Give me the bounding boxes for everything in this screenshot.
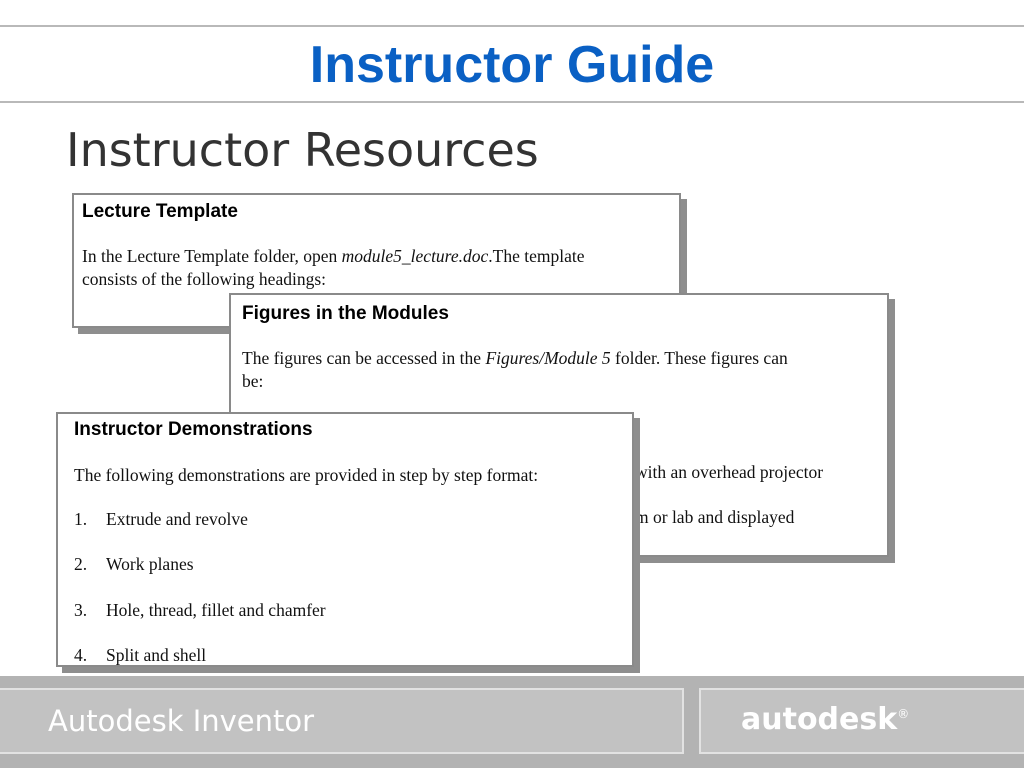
demonstrations-heading: Instructor Demonstrations <box>74 419 313 440</box>
lecture-text-c: consists of the following headings: <box>82 269 327 289</box>
footer-product-panel: Autodesk Inventor <box>0 688 684 754</box>
footer-bar: Autodesk Inventor autodesk® <box>0 676 1024 768</box>
figures-fragment-projector: with an overhead projector <box>635 462 824 482</box>
demo-item-number: 2. <box>74 554 88 574</box>
footer-product-name: Autodesk Inventor <box>48 704 315 738</box>
demonstrations-card: Instructor Demonstrations The following … <box>56 412 634 667</box>
figures-text: The figures can be accessed in the Figur… <box>242 347 788 393</box>
lecture-text-a: In the Lecture Template folder, open <box>82 246 342 266</box>
demo-item-number: 3. <box>74 600 88 620</box>
demo-item: Split and shell <box>106 645 207 665</box>
demo-item-number: 4. <box>74 645 88 665</box>
header-title: Instructor Guide <box>309 36 715 94</box>
demonstrations-intro: The following demonstrations are provide… <box>74 465 539 485</box>
header-bottom-rule <box>0 101 1024 103</box>
footer-logo-panel: autodesk® <box>699 688 1024 754</box>
figures-text-a: The figures can be accessed in the <box>242 348 486 368</box>
demo-item: Hole, thread, fillet and chamfer <box>106 600 326 620</box>
slide-title: Instructor Resources <box>66 123 539 177</box>
autodesk-logo: autodesk® <box>741 702 909 737</box>
lecture-template-heading: Lecture Template <box>82 201 238 222</box>
lecture-text-b: .The template <box>488 246 585 266</box>
demo-item: Extrude and revolve <box>106 509 248 529</box>
figures-text-c: be: <box>242 371 264 391</box>
figures-text-b: folder. These figures can <box>610 348 788 368</box>
header-top-rule <box>0 25 1024 27</box>
lecture-template-text: In the Lecture Template folder, open mod… <box>82 245 584 291</box>
figures-heading: Figures in the Modules <box>242 303 449 324</box>
registered-mark: ® <box>897 707 910 721</box>
autodesk-logo-text: autodesk <box>741 702 898 737</box>
demo-item: Work planes <box>106 554 194 574</box>
figures-fragment-lab: m or lab and displayed <box>635 507 795 527</box>
demo-item-number: 1. <box>74 509 88 529</box>
lecture-file-name: module5_lecture.doc <box>341 246 489 266</box>
figures-folder-name: Figures/Module 5 <box>485 348 611 368</box>
